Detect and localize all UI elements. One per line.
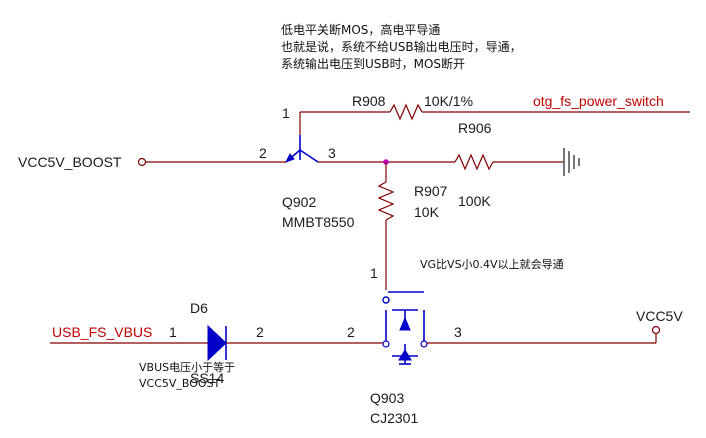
otg-net-label: otg_fs_power_switch [533, 93, 664, 109]
d6-diode [207, 324, 227, 362]
q902-transistor [284, 135, 319, 163]
r908-value: 10K/1% [424, 93, 473, 109]
r906-ref: R906 [458, 120, 492, 136]
ground-icon [563, 148, 580, 176]
r907-ref: R907 [414, 183, 448, 199]
vbus-note-1: VBUS电压小于等于 [139, 360, 235, 374]
r907-pin-bottom: 1 [370, 265, 378, 281]
q902-ref: Q902 [282, 194, 316, 210]
usb-vbus-net-label: USB_FS_VBUS [52, 324, 152, 340]
q902-pin-base: 1 [282, 105, 290, 121]
vg-note: VG比VS小0.4V以上就会导通 [420, 257, 564, 271]
d6-pin-cathode: 2 [256, 324, 264, 340]
vcc5v-net-label: VCC5V [636, 308, 683, 324]
vcc5v-boost-port[interactable] [137, 157, 147, 167]
q903-ref: Q903 [370, 390, 404, 406]
r906-value: 100K [458, 193, 491, 209]
q902-arrow [284, 153, 295, 163]
q902-part: MMBT8550 [282, 214, 355, 230]
r907-body [377, 181, 395, 221]
r907-value: 10K [414, 204, 440, 220]
r908-ref: R908 [352, 93, 386, 109]
q903-pin-source: 2 [347, 324, 355, 340]
d6-pin-anode: 1 [169, 324, 177, 340]
note-line-3: 系统输出电压到USB时，MOS断开 [281, 56, 465, 71]
q902-pin-collector: 3 [328, 145, 336, 161]
note-line-2: 也就是说，系统不给USB输出电压时，导通， [281, 39, 522, 54]
d6-part: SS14 [190, 370, 224, 386]
q903-part: CJ2301 [370, 410, 418, 426]
q903-mosfet [382, 291, 428, 365]
vbus-note-2: VCC5V_BOOST [139, 377, 221, 390]
vcc5v-port[interactable] [651, 325, 661, 335]
base-net [299, 103, 690, 135]
q903-pin-drain: 3 [454, 324, 462, 340]
q902-pin-emitter: 2 [259, 145, 267, 161]
r906-body [454, 153, 494, 171]
q902-collector-leg [299, 149, 319, 163]
note-line-1: 低电平关断MOS，高电平导通 [281, 22, 440, 37]
d6-ref: D6 [190, 300, 208, 316]
vcc5v-boost-net-label: VCC5V_BOOST [18, 154, 122, 170]
